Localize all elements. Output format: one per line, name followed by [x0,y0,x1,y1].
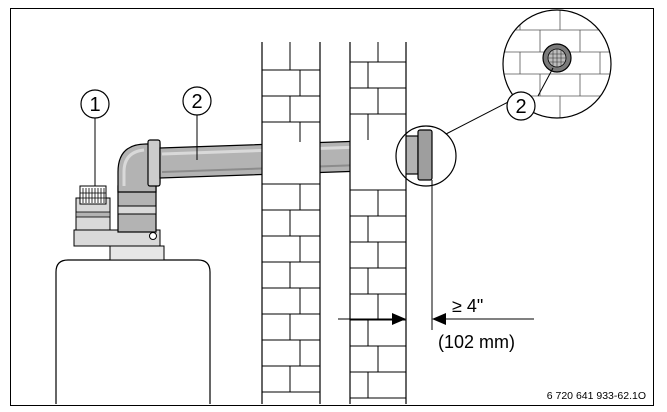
detail-marker-circle [395,125,457,187]
exhaust-outlet [75,185,111,231]
callout-2-pipe: 2 [182,86,212,160]
callout-2-detail-number: 2 [515,96,526,118]
clearance-dimension: ≥ 4" (102 mm) [338,180,534,352]
clearance-value-mm: (102 mm) [438,332,515,352]
clearance-value-inches: ≥ 4" [452,296,483,316]
callout-1-number: 1 [89,94,100,116]
figure-code: 6 720 641 933-62.1O [547,390,646,402]
detail-leader-line [445,99,513,135]
callout-2-detail: 2 [506,91,536,121]
callout-2-pipe-number: 2 [191,91,202,113]
brick-wall-outer [350,42,406,404]
callout-1: 1 [80,89,110,186]
boiler-unit [55,229,211,404]
brick-wall-inner [262,42,320,404]
